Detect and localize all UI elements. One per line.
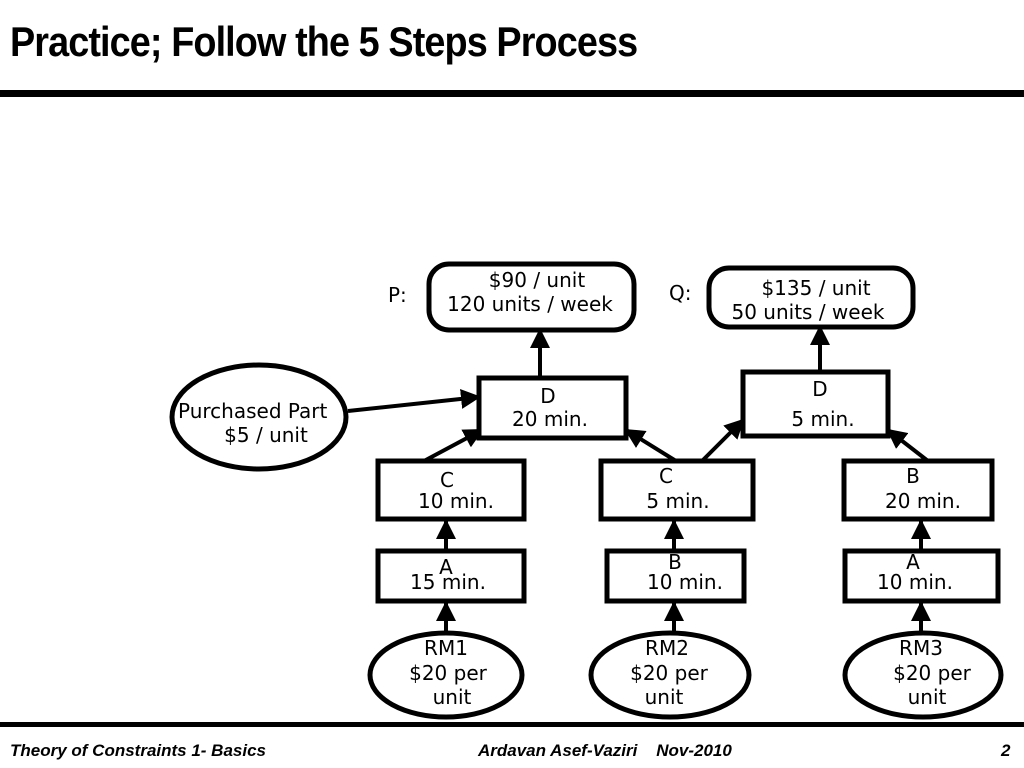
rm1-name: RM1: [424, 636, 468, 660]
product-p-label: P:: [388, 283, 407, 307]
step-b-mid-box: [604, 548, 747, 604]
rm3-cost-line1: $20 per: [893, 661, 972, 685]
step-c-left-resource: C: [440, 468, 454, 492]
product-q-label: Q:: [669, 281, 691, 305]
step-d-p-box: [476, 375, 629, 441]
purchased-part-node: [169, 362, 349, 472]
footer-course-title: Theory of Constraints 1- Basics: [10, 741, 267, 760]
page-number: 2: [1001, 741, 1011, 760]
flow-arrows: [347, 325, 931, 633]
purchased-part-name: Purchased Part: [178, 399, 328, 423]
step-c-left-time: 10 min.: [418, 489, 494, 513]
arrow-b-right-to-d-q: [886, 428, 930, 463]
product-p-price: $90 / unit: [489, 268, 586, 292]
arrow-c-mid-to-d-q: [700, 418, 745, 463]
step-c-mid-time: 5 min.: [646, 489, 709, 513]
rm3-cost-line2: unit: [908, 685, 947, 709]
rm1-cost-line2: unit: [433, 685, 472, 709]
step-b-mid-time: 10 min.: [647, 570, 723, 594]
step-b-right-time: 20 min.: [885, 489, 961, 513]
step-c-mid-box: [598, 458, 756, 522]
product-q-demand: 50 units / week: [732, 300, 885, 324]
product-q-price: $135 / unit: [761, 276, 870, 300]
rm3-name: RM3: [899, 636, 943, 660]
step-a-left-resource: A: [439, 555, 453, 579]
step-b-right-box: [841, 458, 995, 522]
step-b-mid-resource: B: [668, 550, 682, 574]
step-d-p-resource: D: [540, 384, 555, 408]
step-c-mid-resource: C: [659, 464, 673, 488]
rm1-node: [367, 630, 525, 720]
arrow-purchased-to-d: [347, 388, 481, 413]
slide-title: Practice; Follow the 5 Steps Process: [10, 18, 638, 65]
rm2-node: [588, 630, 752, 720]
step-b-right-resource: B: [906, 464, 920, 488]
step-d-p-time: 20 min.: [512, 407, 588, 431]
rm3-node: [842, 630, 1004, 720]
arrow-c-mid-to-d-p: [624, 428, 678, 463]
product-p-box: [426, 261, 637, 333]
step-d-q-box: [740, 369, 891, 439]
step-a-left-box: [375, 548, 527, 604]
rm2-cost-line2: unit: [645, 685, 684, 709]
rm2-name: RM2: [645, 636, 689, 660]
step-d-q-time: 5 min.: [791, 407, 854, 431]
step-c-left-box: [375, 458, 527, 522]
step-a-right-time: 10 min.: [877, 570, 953, 594]
step-a-right-resource: A: [906, 550, 920, 574]
product-q-box: [706, 265, 916, 330]
title-divider: [0, 90, 1024, 97]
step-a-left-time: 15 min.: [410, 570, 486, 594]
rm2-cost-line1: $20 per: [630, 661, 709, 685]
footer-divider: [0, 722, 1024, 727]
purchased-part-cost: $5 / unit: [224, 423, 308, 447]
arrow-c-left-to-d: [423, 428, 484, 463]
footer-author-date: Ardavan Asef-Vaziri Nov-2010: [478, 741, 732, 760]
product-p-demand: 120 units / week: [447, 292, 613, 316]
step-d-q-resource: D: [812, 377, 827, 401]
step-a-right-box: [842, 548, 1001, 604]
rm1-cost-line1: $20 per: [409, 661, 488, 685]
